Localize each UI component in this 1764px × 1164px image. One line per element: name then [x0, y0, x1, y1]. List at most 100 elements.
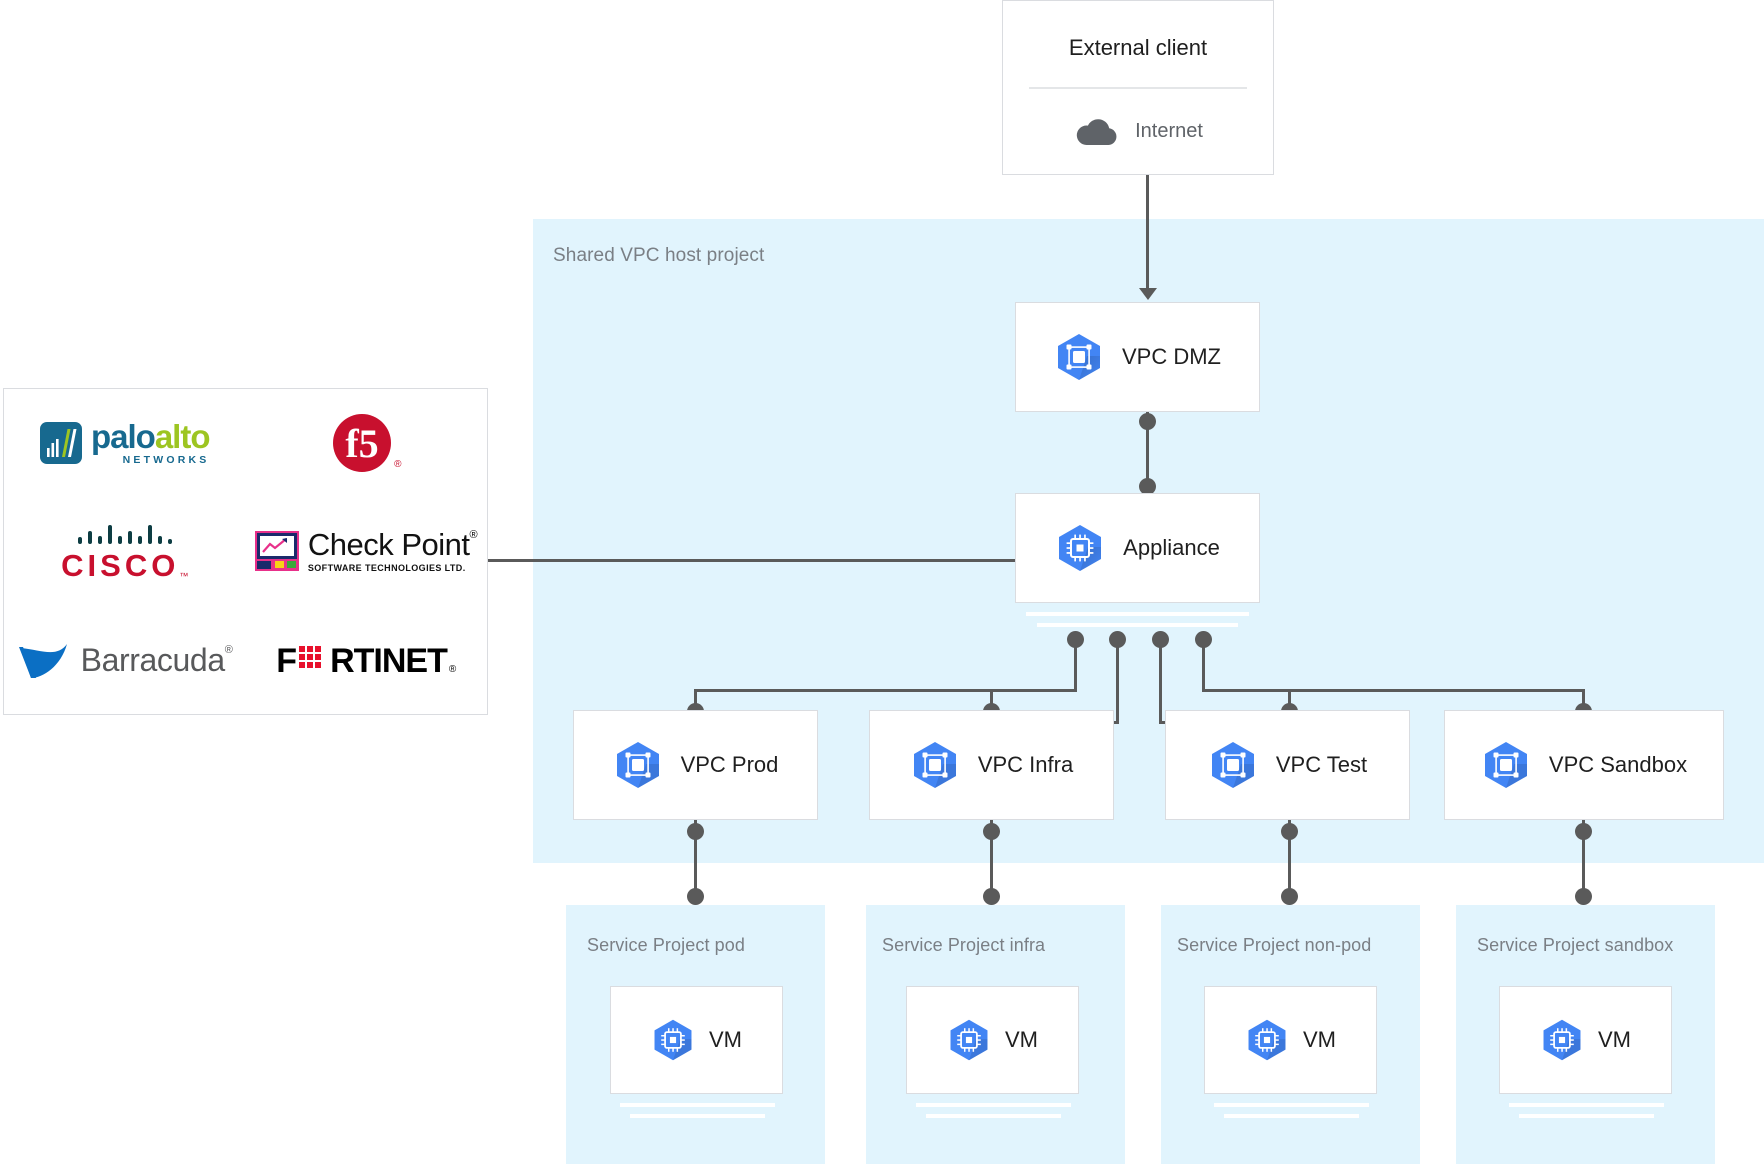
fanout-1-drop — [694, 689, 697, 712]
node-label-vm-infra: VM — [1005, 1027, 1038, 1052]
fanout-4-stem — [1202, 645, 1205, 691]
node-vpc-test[interactable]: VPC Test — [1165, 710, 1410, 820]
node-label-vpc-sandbox: VPC Sandbox — [1548, 752, 1688, 777]
checkpoint-logo-mark — [254, 531, 299, 572]
node-vpc-dmz[interactable]: VPC DMZ — [1015, 302, 1260, 412]
connector-dmz-to-appliance — [1146, 410, 1149, 480]
vm-pod-stack-line-1 — [620, 1103, 775, 1107]
connector-sandbox-to-sandbox — [1582, 820, 1585, 900]
vm-instance-icon — [1245, 1018, 1289, 1062]
node-vpc-prod[interactable]: VPC Prod — [573, 710, 818, 820]
f5-registered-mark: ® — [394, 459, 402, 471]
checkpoint-tagline: SOFTWARE TECHNOLOGIES LTD. — [307, 563, 466, 574]
external-client-card: External client Internet — [1002, 0, 1274, 175]
connector-vendors-to-appliance — [488, 559, 1018, 562]
fanout-dot-1 — [1067, 631, 1084, 648]
connector-infra-to-infra — [990, 820, 993, 900]
fanout-dot-3 — [1152, 631, 1169, 648]
connector-dot-test-bottom — [1281, 823, 1298, 840]
service-project-label-sandbox: Service Project sandbox — [1477, 935, 1674, 955]
connector-dot-sandbox-bottom — [1575, 823, 1592, 840]
paloalto-word-2: alto — [154, 418, 211, 456]
external-client-network-label: Internet — [1135, 119, 1203, 142]
vpc-network-icon — [1054, 332, 1104, 382]
arrow-client-to-dmz — [1139, 288, 1157, 300]
fortinet-wordmark-tail: RTINET — [330, 641, 448, 680]
fanout-2-stem — [1116, 645, 1119, 723]
connector-dot-prod-bottom — [687, 823, 704, 840]
vendor-logo-barracuda: Barracuda ® — [4, 606, 246, 714]
fanout-3-stem — [1159, 645, 1162, 723]
node-label-vpc-dmz: VPC DMZ — [1122, 344, 1221, 369]
node-appliance[interactable]: Appliance — [1015, 493, 1260, 603]
cisco-logo-mark — [76, 522, 174, 548]
connector-dot-svc-infra-top — [983, 888, 1000, 905]
fortinet-registered-mark: ® — [448, 663, 457, 675]
vpc-network-icon — [910, 740, 960, 790]
vm-pod-stack-line-2 — [630, 1114, 765, 1118]
connector-client-to-dmz — [1146, 175, 1149, 290]
external-client-divider — [1029, 87, 1247, 89]
node-vm-infra[interactable]: VM — [906, 986, 1079, 1094]
connector-dot-dmz-bottom — [1139, 413, 1156, 430]
connector-dot-nonpod-top — [1281, 888, 1298, 905]
service-project-label-non-pod: Service Project non-pod — [1177, 935, 1372, 955]
node-label-vm-non-pod: VM — [1303, 1027, 1336, 1052]
svg-text:f5: f5 — [345, 421, 378, 466]
vm-instance-icon — [1055, 523, 1105, 573]
vpc-network-icon — [1481, 740, 1531, 790]
vendor-logo-fortinet: F — [246, 606, 488, 714]
paloalto-logo-mark — [39, 422, 82, 465]
paloalto-word-1: palo — [90, 418, 156, 456]
connector-dot-svc-sandbox-top — [1575, 888, 1592, 905]
barracuda-registered-mark: ® — [224, 643, 233, 656]
node-label-vm-pod: VM — [709, 1027, 742, 1052]
fanout-1-rail — [694, 689, 1077, 692]
connector-prod-to-pod — [694, 820, 697, 900]
paloalto-tagline: NETWORKS — [122, 454, 210, 467]
vpc-network-icon — [1208, 740, 1258, 790]
barracuda-wordmark: Barracuda — [80, 641, 225, 678]
cisco-wordmark: CISCO — [61, 547, 180, 583]
vm-infra-stack-line-1 — [916, 1103, 1071, 1107]
node-label-vm-sandbox: VM — [1598, 1027, 1631, 1052]
checkpoint-registered-mark: ® — [469, 529, 478, 542]
vm-instance-icon — [947, 1018, 991, 1062]
node-vpc-infra[interactable]: VPC Infra — [869, 710, 1114, 820]
vm-instance-icon — [1540, 1018, 1584, 1062]
service-project-label-pod: Service Project pod — [587, 935, 745, 955]
node-label-appliance: Appliance — [1123, 535, 1220, 560]
cloud-icon — [1073, 116, 1119, 146]
checkpoint-wordmark: Check Point — [307, 527, 470, 563]
node-vm-sandbox[interactable]: VM — [1499, 986, 1672, 1094]
vm-infra-stack-line-2 — [926, 1114, 1061, 1118]
service-project-label-infra: Service Project infra — [882, 935, 1046, 955]
fanout-4-rail — [1202, 689, 1585, 692]
connector-dot-pod-top — [687, 888, 704, 905]
shared-vpc-host-project-label: Shared VPC host project — [553, 245, 765, 266]
node-label-vpc-prod: VPC Prod — [680, 752, 779, 777]
connector-test-to-nonpod — [1288, 820, 1291, 900]
fortinet-logo-mark — [298, 642, 328, 672]
connector-dot-infra-bottom — [983, 823, 1000, 840]
vendor-logo-cisco: CISCO ™ — [4, 497, 246, 605]
vendor-logo-f5: f5 ® — [246, 389, 488, 497]
vm-instance-icon — [651, 1018, 695, 1062]
node-label-vpc-infra: VPC Infra — [977, 752, 1074, 777]
fanout-1-stem — [1074, 645, 1077, 691]
cisco-trademark: ™ — [179, 570, 189, 581]
vm-non-pod-stack-line-2 — [1224, 1114, 1359, 1118]
connector-dot-appliance-top — [1139, 478, 1156, 495]
f5-logo-mark: f5 — [331, 412, 393, 474]
vm-sandbox-stack-line-2 — [1519, 1114, 1654, 1118]
vpc-network-icon — [613, 740, 663, 790]
node-vm-pod[interactable]: VM — [610, 986, 783, 1094]
node-vpc-sandbox[interactable]: VPC Sandbox — [1444, 710, 1724, 820]
fanout-4-drop — [1582, 689, 1585, 712]
node-vm-non-pod[interactable]: VM — [1204, 986, 1377, 1094]
appliance-stack-line-1 — [1026, 612, 1249, 616]
external-client-title: External client — [1068, 35, 1208, 60]
node-label-vpc-test: VPC Test — [1275, 752, 1368, 777]
vm-non-pod-stack-line-1 — [1214, 1103, 1369, 1107]
